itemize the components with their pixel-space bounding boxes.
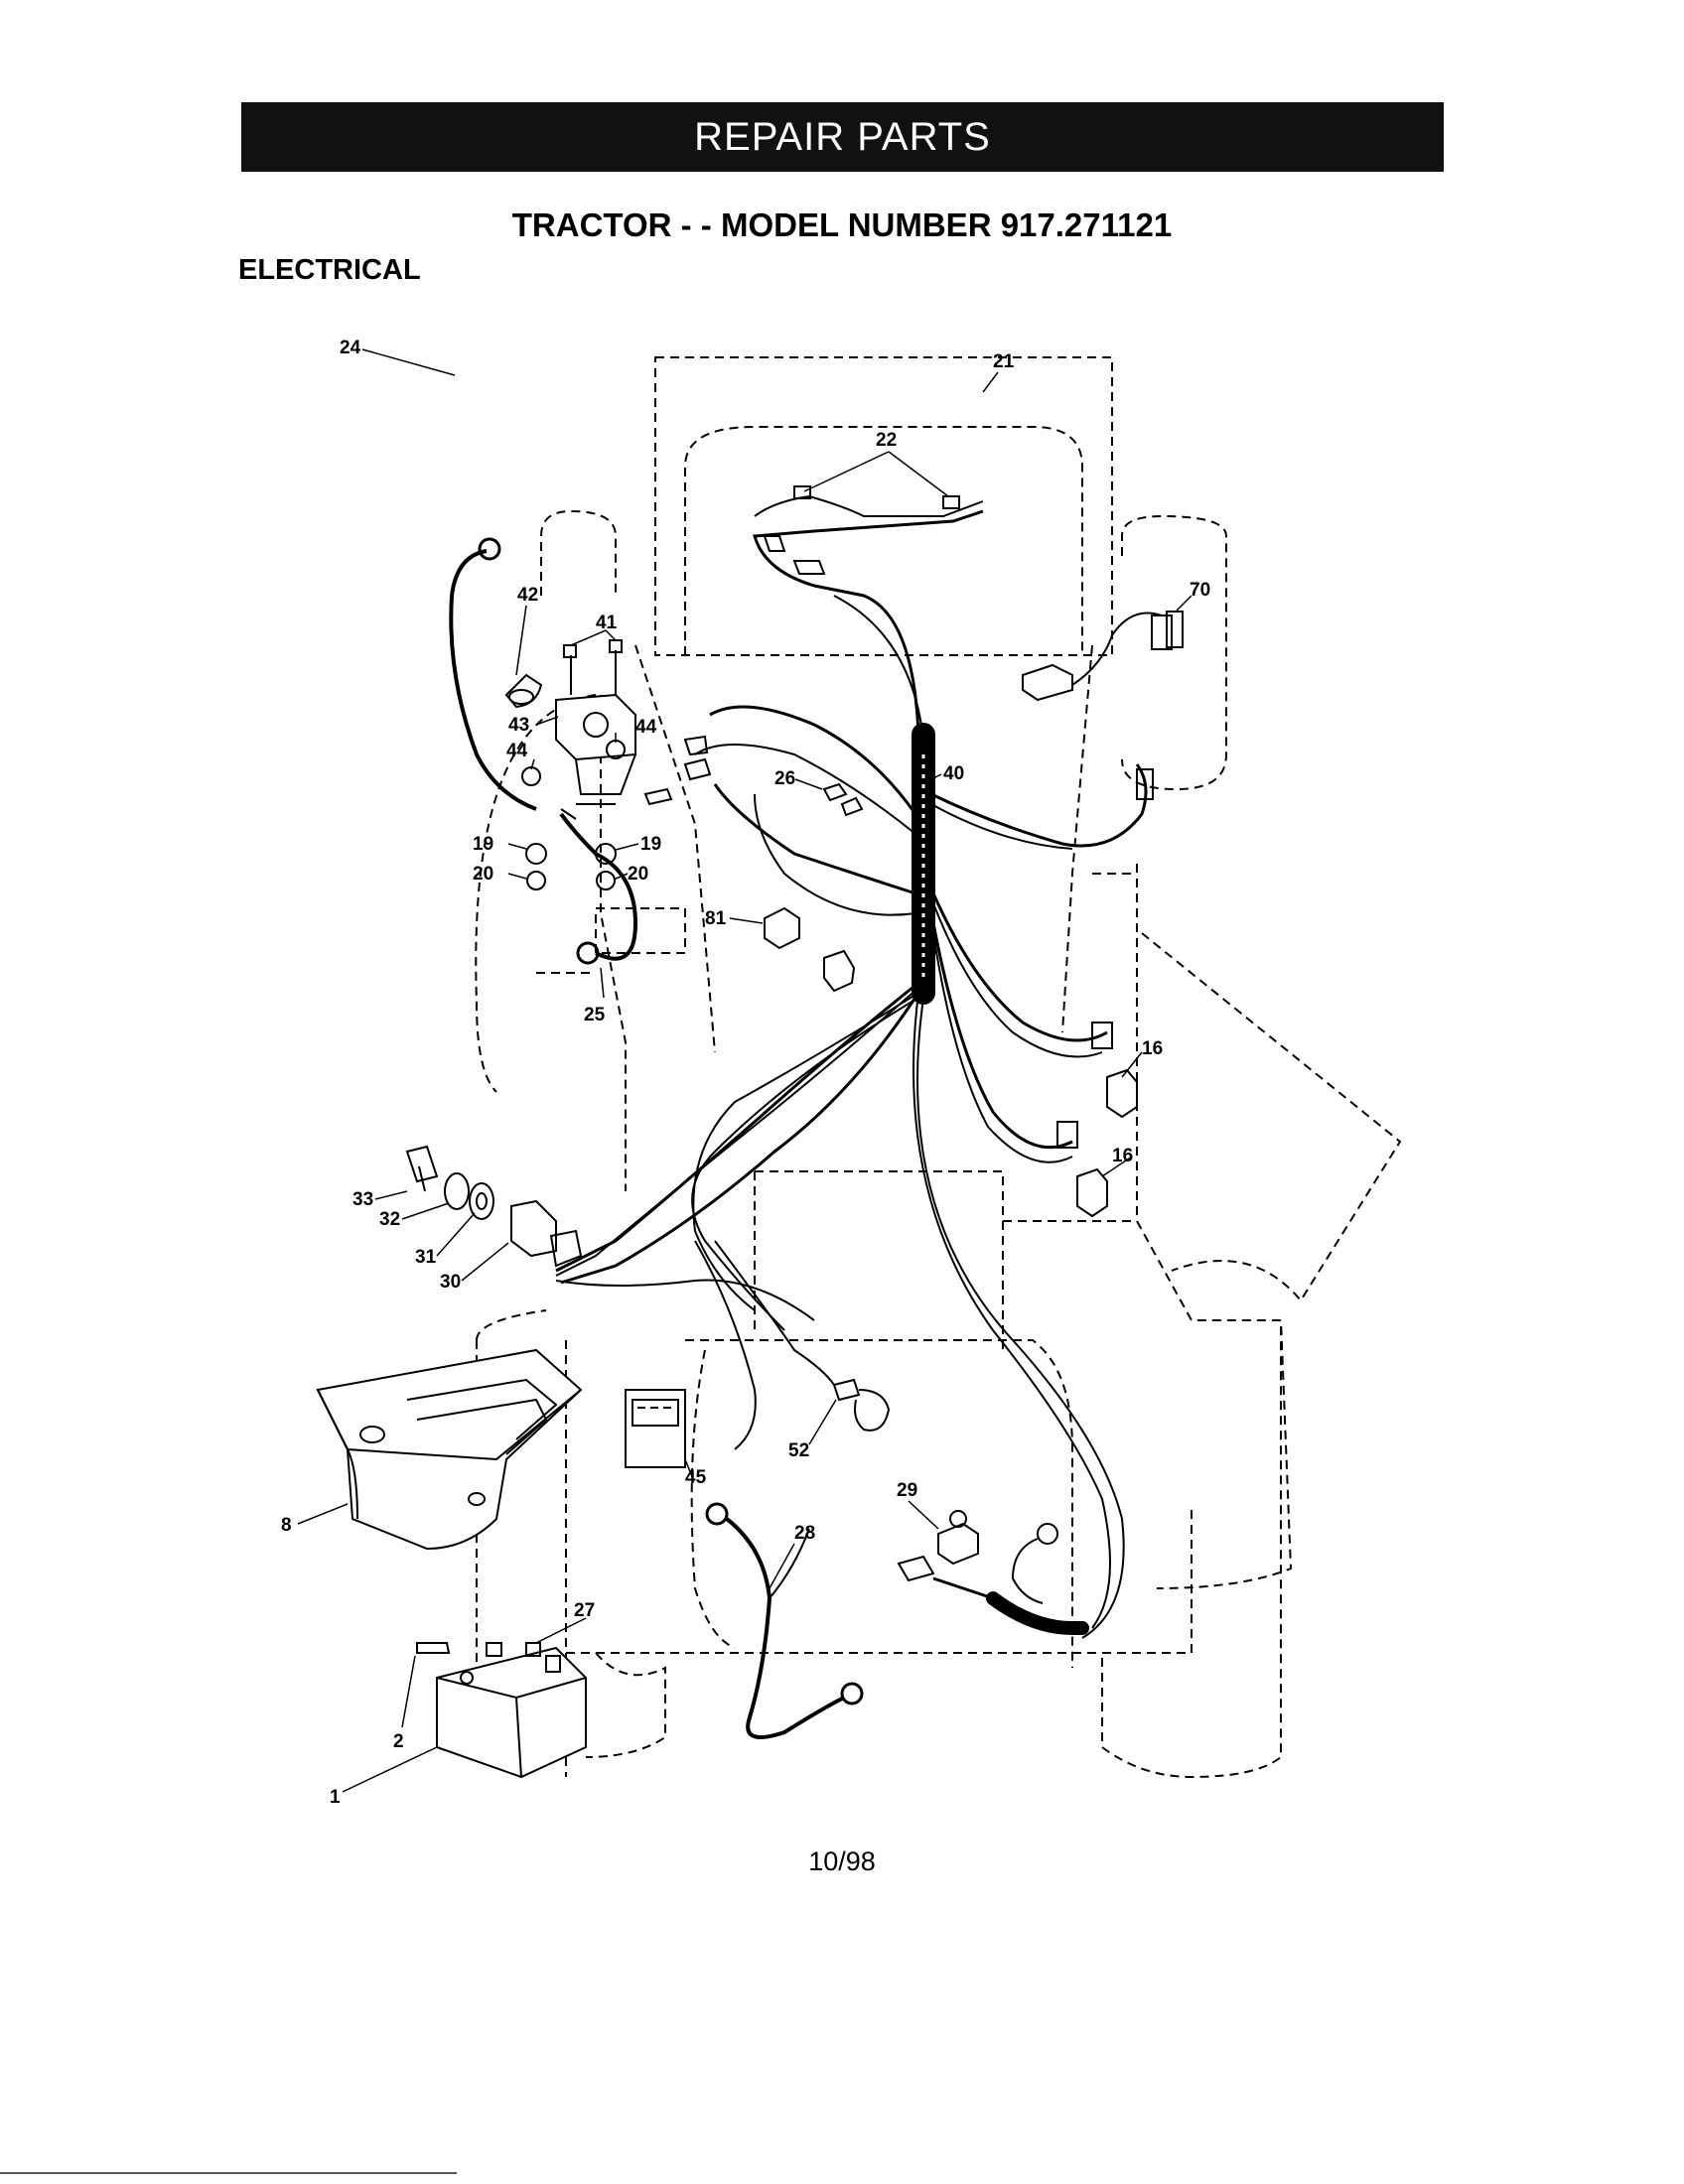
- callout-24: 24: [340, 338, 361, 358]
- callout-41: 41: [596, 613, 618, 633]
- callout-81: 81: [705, 908, 727, 929]
- callout-20b: 20: [628, 864, 648, 885]
- headlight-bulbs: [754, 485, 984, 575]
- callout-28: 28: [794, 1523, 815, 1544]
- callout-22: 22: [876, 430, 897, 451]
- fuse-holder-26: [822, 782, 864, 817]
- seat-switch-52: [832, 1378, 891, 1432]
- model-title: TRACTOR - - MODEL NUMBER 917.271121: [511, 206, 1173, 243]
- callout-42: 42: [517, 585, 538, 606]
- battery-box-8: [316, 1348, 583, 1551]
- callout-31: 31: [415, 1247, 437, 1268]
- callout-16b: 16: [1112, 1146, 1133, 1166]
- callout-30: 30: [440, 1272, 461, 1293]
- callout-19a: 19: [473, 834, 493, 855]
- callout-29: 29: [897, 1480, 917, 1501]
- callout-44a: 44: [506, 741, 528, 761]
- repair-parts-banner: REPAIR PARTS: [241, 102, 1444, 172]
- hour-meter-45: [625, 1389, 686, 1468]
- callout-33: 33: [352, 1189, 373, 1210]
- callout-2: 2: [393, 1731, 404, 1752]
- bottom-rule: [0, 2172, 457, 2174]
- wire-terminals: [643, 735, 712, 806]
- bolts-hardware: [416, 1642, 541, 1657]
- callout-45: 45: [685, 1467, 707, 1488]
- callout-32: 32: [379, 1209, 400, 1230]
- callout-16a: 16: [1142, 1038, 1163, 1059]
- callout-labels: 24 42 41 43 44 44 19 20 19 20 25 22 21 7…: [281, 338, 1210, 1808]
- callout-43: 43: [508, 715, 529, 736]
- battery-cable-24: [449, 537, 638, 965]
- chassis-outline: [475, 356, 1402, 1779]
- callout-1: 1: [330, 1787, 341, 1808]
- page-date-code: 10/98: [808, 1846, 876, 1876]
- connectors-70: [1022, 611, 1184, 800]
- section-title: ELECTRICAL: [238, 254, 421, 286]
- callout-44b: 44: [635, 717, 657, 738]
- callout-25: 25: [584, 1005, 606, 1025]
- callout-21: 21: [993, 351, 1015, 372]
- banner-title: REPAIR PARTS: [694, 114, 991, 159]
- callout-19b: 19: [640, 834, 661, 855]
- callout-27: 27: [574, 1600, 595, 1621]
- callout-52: 52: [788, 1440, 809, 1461]
- callout-8: 8: [281, 1515, 292, 1536]
- callout-20a: 20: [473, 864, 493, 885]
- callout-40: 40: [943, 763, 964, 784]
- callout-26: 26: [774, 768, 795, 789]
- solenoid-assembly: [504, 639, 636, 890]
- ground-cable-28: [705, 1502, 864, 1739]
- callout-70: 70: [1190, 580, 1210, 601]
- battery-1: [436, 1646, 587, 1779]
- callout-leaders: [297, 348, 1193, 1793]
- switch-29: [897, 1510, 1058, 1604]
- main-wire-harness: [555, 509, 1148, 1639]
- relay-81: [764, 906, 856, 993]
- ignition-switch-assembly: [405, 1145, 583, 1268]
- connectors-16: [1056, 1022, 1138, 1218]
